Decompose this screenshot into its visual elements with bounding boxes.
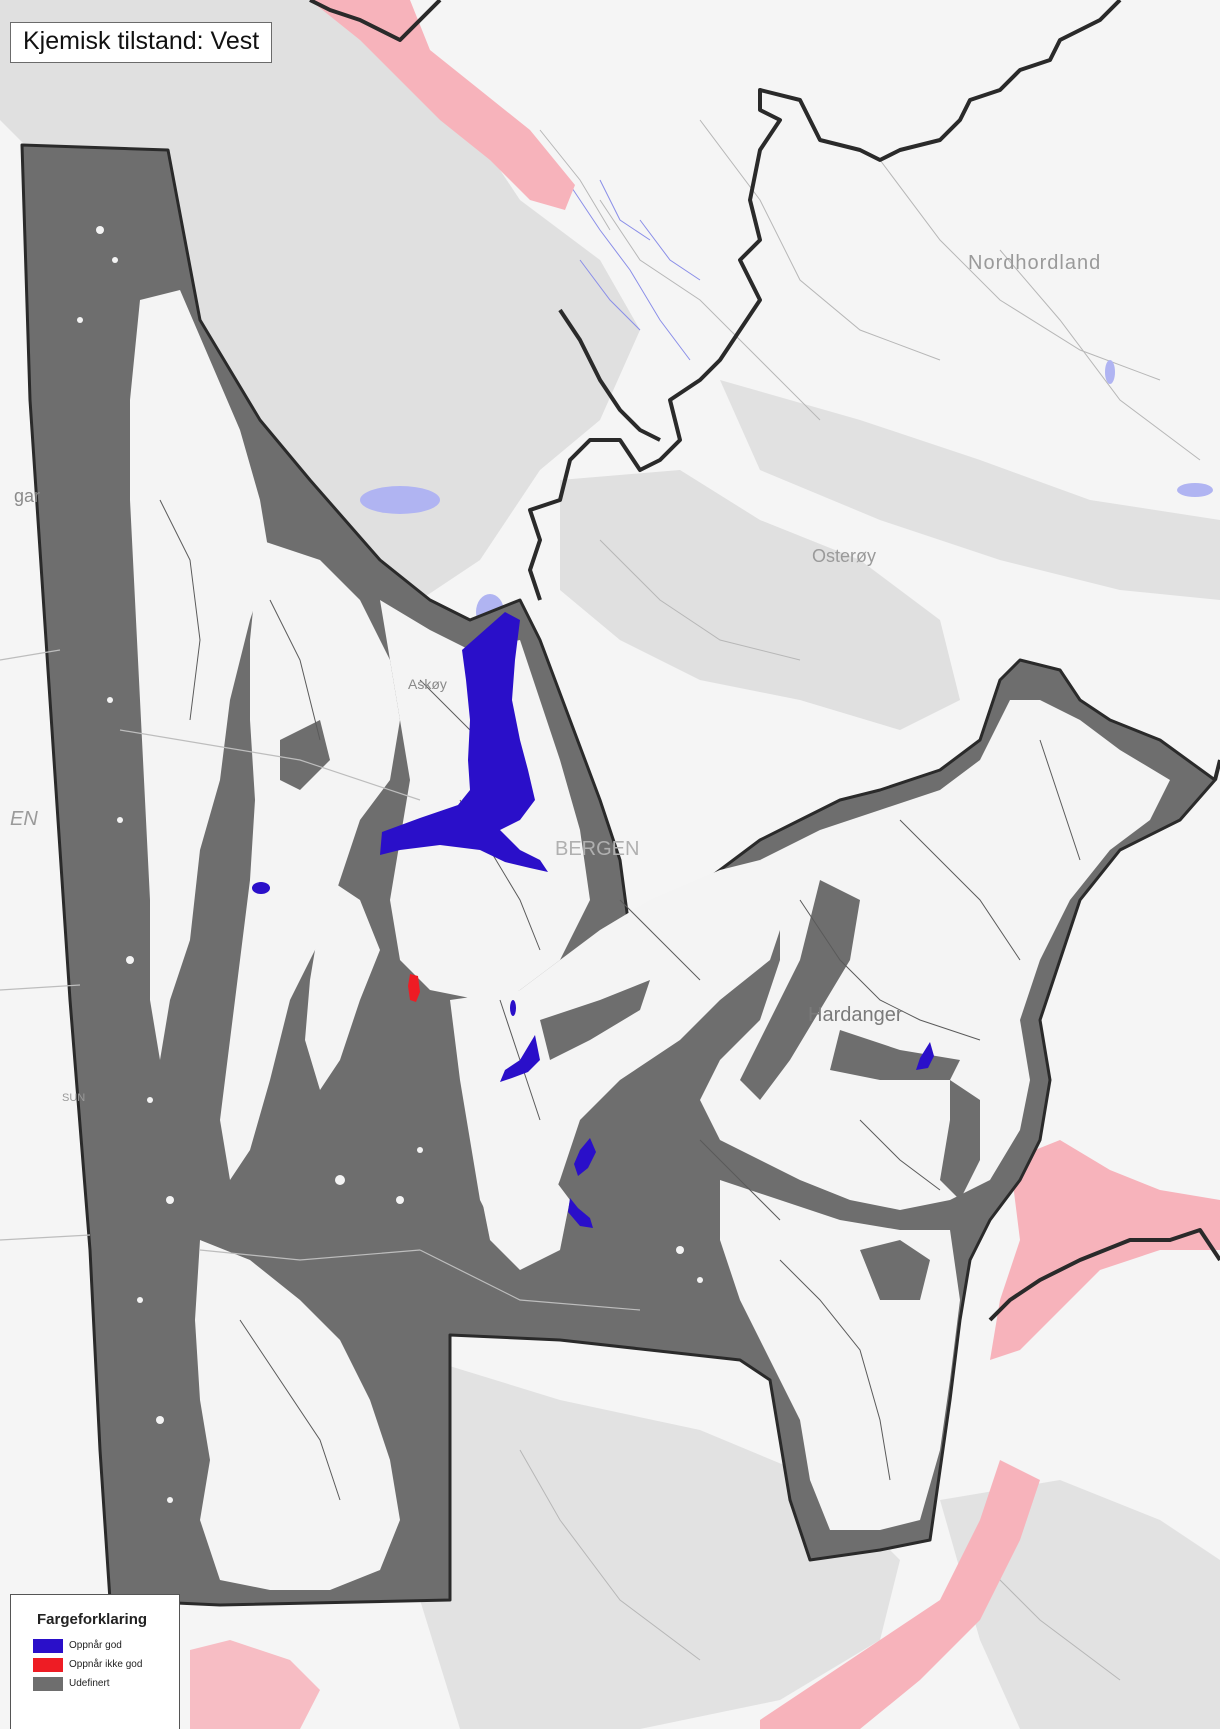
place-label-nordhordland: Nordhordland <box>968 252 1102 274</box>
good-fjord-main <box>380 612 548 872</box>
water-not-good-status <box>408 974 420 1002</box>
background-blue-rivers <box>559 169 701 361</box>
legend-title: Fargeforklaring <box>37 1611 148 1628</box>
place-label-hardanger: Hardanger <box>808 1004 903 1026</box>
land-within-region <box>130 290 1170 1590</box>
region-borders <box>309 0 1220 1322</box>
place-label-osteroy: Osterøy <box>812 546 877 566</box>
legend-item-undefined: Udefinert <box>33 1674 169 1693</box>
place-label-gar: gar <box>14 486 41 506</box>
legend-label-not-good: Oppnår ikke god <box>69 1659 143 1670</box>
county-lines <box>0 649 641 1311</box>
good-lake-5 <box>568 1198 593 1228</box>
good-lake-6 <box>916 1042 934 1070</box>
coastal-islands <box>77 226 703 1503</box>
region-streams <box>159 499 1081 1501</box>
not-good-water-body <box>408 974 420 1002</box>
place-label-askoy: Askøy <box>408 676 447 692</box>
map-title: Kjemisk tilstand: Vest <box>10 22 273 63</box>
good-lake-2 <box>510 1000 516 1016</box>
legend-label-good: Oppnår god <box>69 1640 122 1651</box>
legend-swatch-not-good <box>33 1657 63 1672</box>
legend-item-good: Oppnår god <box>33 1636 169 1655</box>
legend-label-undefined: Udefinert <box>69 1678 110 1689</box>
good-lake-4 <box>574 1138 596 1176</box>
good-lake-1 <box>252 882 270 894</box>
place-label-sun: SUN <box>62 1092 86 1104</box>
place-label-bergen: BERGEN <box>555 838 640 860</box>
legend-swatch-good <box>33 1638 63 1653</box>
water-good-status <box>252 612 934 1228</box>
legend-item-not-good: Oppnår ikke god <box>33 1655 169 1674</box>
legend-swatch-undefined <box>33 1676 63 1691</box>
map-legend: Fargeforklaring Oppnår god Oppnår ikke g… <box>10 1594 180 1729</box>
inner-fjords <box>280 720 980 1300</box>
place-label-en: EN <box>10 808 38 830</box>
good-lake-3 <box>500 1035 540 1082</box>
